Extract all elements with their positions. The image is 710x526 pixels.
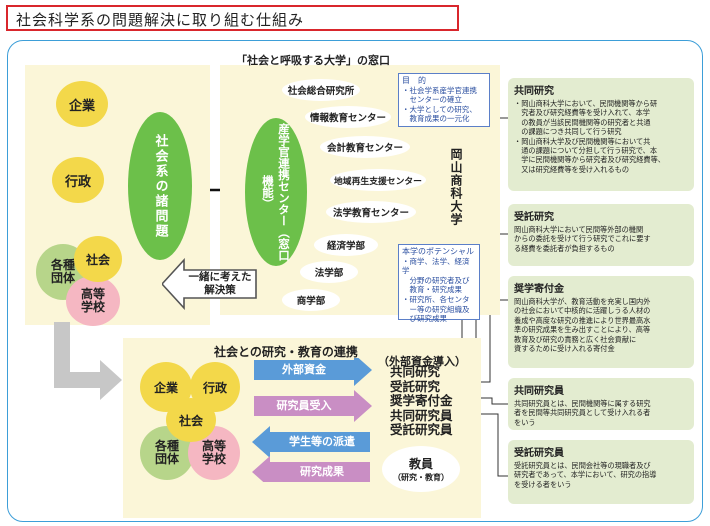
- box-contract-researcher-body: 受託研究員とは、民間会社等の現職者及び 研究者であって、本学において、研究の指導…: [514, 461, 657, 489]
- fund-contract-research: 受託研究: [390, 378, 441, 394]
- faculty-label: 教員: [408, 457, 433, 471]
- social-issues-oval: 社会系の諸問題: [128, 112, 192, 260]
- box-joint-researcher-body: 共同研究員とは、民間機関等に属する研究 者を民間等共同研究員として受け入れる者 …: [514, 399, 651, 427]
- box-scholarship-donation-title: 奨学寄付金: [514, 284, 564, 295]
- university-label: 岡山商科大学: [449, 148, 463, 226]
- box-scholarship-donation: 奨学寄付金 岡山商科大学が、教育活動を充実し国内外 の社会において中核的に活躍し…: [508, 276, 694, 368]
- flow-researcher-intake: 研究員受入: [276, 399, 332, 412]
- unit-social-research: 社会総合研究所: [282, 79, 360, 101]
- flow-student-dispatch: 学生等の派遣: [289, 435, 355, 448]
- box-joint-researcher: 共同研究員 共同研究員とは、民間機関等に属する研究 者を民間等共同研究員として受…: [508, 378, 694, 430]
- down-right-arrow: [54, 322, 122, 400]
- box-joint-research-body: ・岡山商科大学において、民間機関等から研 究者及び研究経費等を受け入れて、本学 …: [514, 99, 665, 174]
- window-label: 「社会と呼吸する大学」の窓口: [236, 54, 390, 67]
- liaison-center-oval: 産学官連携センター（窓口機能）: [245, 118, 307, 266]
- solution-arrow: [162, 258, 257, 310]
- liaison-center-label: 産学官連携センター（窓口機能）: [261, 123, 291, 261]
- fund-joint-researcher: 共同研究員: [390, 407, 453, 423]
- purpose-heading: 目 的: [402, 76, 426, 85]
- potential-note: 本学のポテンシャル ・商学、法学、経済学 分野の研究者及び 教育・研究成果 ・研…: [398, 244, 480, 323]
- box-scholarship-donation-body: 岡山商科大学が、教育活動を充実し国内外 の社会において中核的に活躍しうる人材の …: [514, 297, 651, 354]
- unit-economics: 経済学部: [314, 234, 378, 256]
- fund-scholarship-donation: 奨学寄付金: [390, 393, 453, 408]
- unit-law: 法学部: [300, 261, 358, 283]
- page-title: 社会科学系の問題解決に取り組む仕組み: [6, 5, 459, 31]
- faculty-oval: 教員 （研究・教育）: [382, 446, 460, 492]
- diagram-frame: [7, 40, 703, 522]
- purpose-note: 目 的 ・社会学系産学官連携 センターの確立 ・大学としての研究、 教育成果の一…: [398, 73, 490, 127]
- bottom-society-circle: 社会: [166, 398, 216, 442]
- box-contract-research: 受託研究 岡山商科大学において民間等外部の機関 からの委託を受けて行う研究でこれ…: [508, 204, 694, 266]
- solution-label: 一緒に考えた 解決策: [188, 271, 252, 296]
- box-joint-researcher-title: 共同研究員: [514, 386, 564, 397]
- external-funds-label: （外部資金導入）: [378, 355, 466, 368]
- box-contract-researcher-title: 受託研究員: [514, 448, 564, 459]
- funds-list: 共同研究 受託研究 奨学寄付金 共同研究員 受託研究員: [390, 364, 453, 438]
- box-contract-research-body: 岡山商科大学において民間等外部の機関 からの委託を受けて行う研究でこれに要す る…: [514, 225, 651, 253]
- flow-research-results: 研究成果: [300, 465, 344, 478]
- box-contract-research-title: 受託研究: [514, 212, 554, 223]
- box-joint-research-title: 共同研究: [514, 86, 554, 97]
- fund-joint-research: 共同研究: [390, 364, 441, 379]
- government-circle: 行政: [52, 157, 104, 203]
- society-circle: 社会: [74, 236, 122, 282]
- flow-arrows: [252, 358, 372, 482]
- flow-external-funds: 外部資金: [282, 363, 326, 376]
- unit-accounting-education: 会計教育センター: [320, 136, 410, 158]
- unit-regional-revival: 地域再生支援センター: [330, 169, 426, 191]
- bottom-schools-circle: 高等 学校: [188, 426, 240, 480]
- company-circle: 企業: [56, 81, 108, 127]
- fund-contract-researcher: 受託研究員: [390, 422, 453, 437]
- box-contract-researcher: 受託研究員 受託研究員とは、民間会社等の現職者及び 研究者であって、本学において…: [508, 440, 694, 504]
- unit-info-education: 情報教育センター: [305, 106, 391, 128]
- collaboration-heading: 社会との研究・教育の連携: [214, 345, 358, 359]
- potential-body: ・商学、法学、経済学 分野の研究者及び 教育・研究成果 ・研究所、各センタ ー等…: [402, 256, 470, 324]
- faculty-sub-label: （研究・教育）: [393, 473, 449, 482]
- schools-circle: 高等 学校: [66, 276, 120, 326]
- social-issues-label: 社会系の諸問題: [152, 133, 168, 239]
- purpose-body: ・社会学系産学官連携 センターの確立 ・大学としての研究、 教育成果の一元化: [402, 85, 477, 124]
- unit-commerce: 商学部: [282, 289, 340, 311]
- box-joint-research: 共同研究 ・岡山商科大学において、民間機関等から研 究者及び研究経費等を受け入れ…: [508, 78, 694, 191]
- unit-law-education: 法学教育センター: [326, 201, 416, 223]
- potential-heading: 本学のポテンシャル: [402, 247, 474, 256]
